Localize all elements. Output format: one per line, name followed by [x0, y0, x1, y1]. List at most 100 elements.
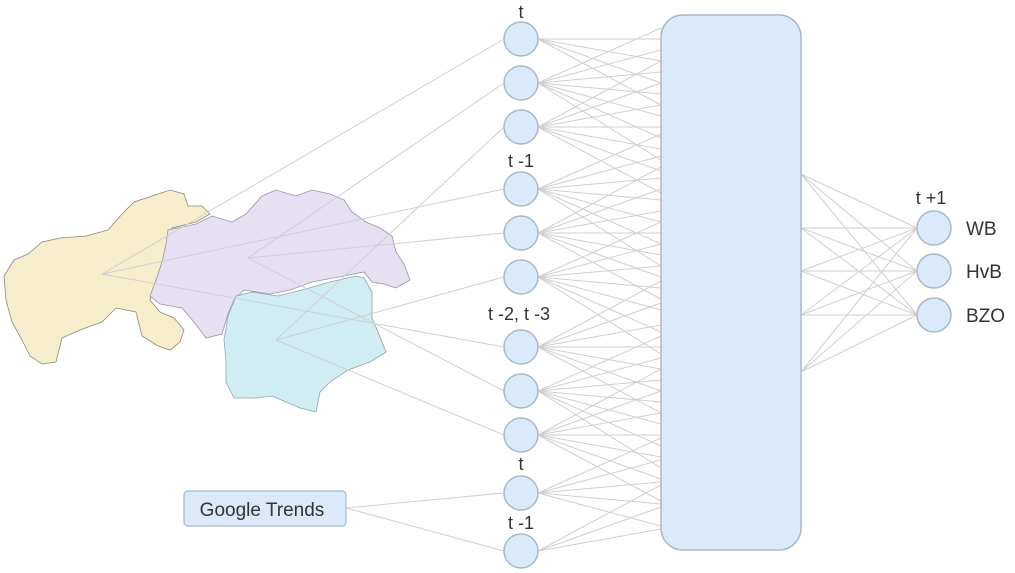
connection-line — [537, 126, 662, 150]
connection-line — [537, 346, 662, 370]
connection-line — [537, 126, 662, 194]
connection-line — [537, 232, 662, 256]
input-node-trends-t — [503, 475, 539, 511]
connection-line — [537, 492, 662, 527]
output-layer: t +1 WB HvB BZO — [916, 188, 1005, 333]
input-group-labels: t t -1 t -2, t -3 t t -1 — [488, 2, 550, 533]
input-node-trends-tm1 — [503, 533, 539, 569]
connection-line — [537, 434, 662, 502]
connection-line — [537, 38, 662, 62]
connection-line — [537, 38, 662, 84]
connection-line — [800, 227, 918, 373]
connection-line — [537, 357, 662, 392]
connection-line — [275, 126, 505, 341]
input-node-tm23-3 — [503, 417, 539, 453]
connection-line — [537, 481, 662, 494]
connection-line — [537, 82, 662, 128]
input-group-label: t — [518, 454, 523, 474]
connection-line — [345, 507, 505, 552]
connection-line — [537, 412, 662, 436]
connection-line — [537, 390, 662, 447]
output-group-label: t +1 — [916, 188, 947, 208]
connection-line — [101, 38, 505, 275]
region-map — [3, 189, 411, 413]
connection-line — [537, 27, 662, 84]
output-node-wb — [916, 210, 952, 246]
connection-line — [800, 270, 918, 373]
connection-line — [537, 346, 662, 414]
connection-line — [537, 126, 662, 172]
connection-line — [537, 177, 662, 190]
connection-line — [537, 82, 662, 139]
connection-line — [537, 506, 662, 552]
input-node-tm1-3 — [503, 259, 539, 295]
connection-line — [275, 339, 505, 436]
connection-line — [537, 484, 662, 552]
connection-line — [537, 188, 662, 245]
connection-line — [537, 82, 662, 117]
connection-line — [247, 82, 505, 259]
connection-line — [537, 232, 662, 300]
connection-line — [537, 49, 662, 84]
input-node-tm23-1 — [503, 329, 539, 365]
connection-line — [537, 492, 662, 505]
connection-line — [537, 188, 662, 234]
connection-line — [537, 155, 662, 190]
connection-line — [537, 82, 662, 95]
connection-line — [537, 265, 662, 278]
hidden-layer-box — [660, 14, 802, 551]
connection-line — [537, 276, 662, 311]
input-group-label: t — [518, 2, 523, 22]
connection-line — [537, 210, 662, 234]
input-node-tm23-2 — [503, 373, 539, 409]
google-trends-rect — [183, 490, 347, 527]
connection-line — [800, 227, 918, 272]
connection-line — [800, 314, 918, 373]
google-trends-label: Google Trends — [200, 500, 325, 521]
connection-line — [537, 133, 662, 190]
connection-line — [537, 188, 662, 223]
connection-line — [537, 166, 662, 234]
connection-line — [537, 368, 662, 436]
connection-line — [101, 273, 505, 348]
connection-line — [537, 188, 662, 201]
connection-line — [537, 276, 662, 289]
connection-line — [537, 459, 662, 494]
connection-line — [101, 188, 505, 275]
connection-line — [537, 346, 662, 392]
input-node-t-3 — [503, 109, 539, 145]
connection-line — [537, 434, 662, 480]
output-label-wb: WB — [966, 219, 997, 240]
connection-line — [800, 173, 918, 316]
connection-line — [800, 227, 918, 316]
connection-line — [537, 82, 662, 161]
input-group-label: t -1 — [508, 513, 534, 533]
input-node-tm1-2 — [503, 215, 539, 251]
connection-line — [537, 324, 662, 348]
connection-line — [537, 71, 662, 84]
map-region-south — [223, 275, 387, 413]
connection-line — [537, 437, 662, 494]
input-node-t-2 — [503, 65, 539, 101]
input-group-label: t -1 — [508, 151, 534, 171]
output-node-bzo — [916, 297, 952, 333]
input-group-label: t -2, t -3 — [488, 304, 550, 324]
connection-line — [275, 276, 505, 341]
connection-line — [537, 434, 662, 458]
connection-line — [537, 232, 662, 278]
connection-line — [537, 390, 662, 425]
connection-line — [537, 188, 662, 267]
connection-line — [537, 335, 662, 392]
input-layer — [503, 21, 539, 569]
google-trends-box: Google Trends — [183, 490, 347, 527]
connection-line — [537, 379, 662, 392]
connection-line — [537, 276, 662, 333]
map-region-west — [3, 189, 211, 365]
output-label-hvb: HvB — [966, 262, 1002, 283]
output-node-hvb — [916, 253, 952, 289]
connection-line — [345, 492, 505, 509]
connection-line — [800, 173, 918, 272]
input-node-tm1-1 — [503, 171, 539, 207]
connection-line — [537, 104, 662, 128]
